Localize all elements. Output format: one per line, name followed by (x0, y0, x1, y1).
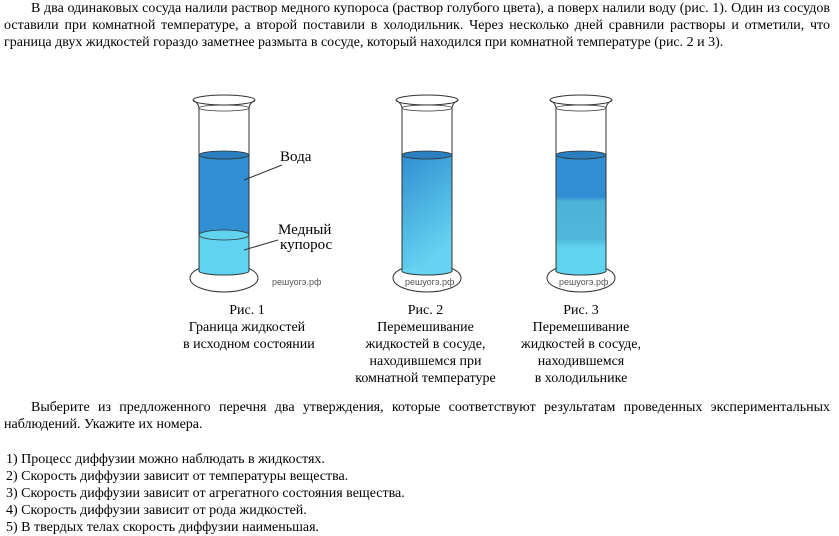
cylinder-fig3 (546, 94, 616, 293)
caption-fig3-line: жидкостей в сосуде, (521, 337, 641, 352)
caption-fig2: Рис. 2 Перемешивание жидкостей в сосуде,… (348, 302, 503, 387)
answer-option: 2) Скорость диффузии зависит от температ… (6, 469, 349, 484)
cylinder-fig1 (189, 94, 283, 293)
figures-area: Вода Медный купорос решуогэ.рф решуогэ.р… (0, 88, 839, 298)
label-water: Вода (280, 149, 312, 165)
watermark-fig3: решуогэ.рф (559, 277, 609, 287)
cylinders-illustration: Вода Медный купорос решуогэ.рф решуогэ.р… (189, 94, 616, 293)
watermark-fig1: решуогэ.рф (272, 277, 322, 287)
caption-fig3-line: находившемся (537, 354, 625, 369)
answer-option: 3) Скорость диффузии зависит от агрегатн… (6, 486, 405, 501)
answer-option: 1) Процесс диффузии можно наблюдать в жи… (6, 452, 325, 467)
caption-fig2-line: комнатной температуре (355, 371, 496, 386)
answer-options-list: 1) Процесс диффузии можно наблюдать в жи… (6, 451, 405, 536)
caption-fig1-line: Граница жидкостей (188, 320, 306, 335)
intro-paragraph: В два одинаковых сосуда налили раствор м… (4, 1, 830, 50)
caption-fig3-line: Перемешивание (532, 320, 630, 335)
label-copper-sulfate-1: Медный (278, 222, 331, 238)
caption-fig1: Рис. 1 Граница жидкостей в исходном сост… (183, 302, 315, 353)
caption-fig2-line: жидкостей в сосуде, (365, 337, 486, 352)
answer-option: 5) В твердых телах скорость диффузии наи… (6, 520, 320, 535)
caption-fig1-label: Рис. 1 (229, 303, 265, 318)
question-paragraph: Выберите из предложенного перечня два ут… (4, 400, 830, 432)
label-copper-sulfate-2: купорос (280, 237, 332, 253)
caption-fig1-line: в исходном состоянии (183, 337, 315, 352)
caption-fig3: Рис. 3 Перемешивание жидкостей в сосуде,… (515, 302, 647, 387)
caption-fig3-line: в холодильнике (534, 371, 628, 386)
caption-fig2-line: Перемешивание (377, 320, 474, 335)
caption-fig3-label: Рис. 3 (563, 303, 599, 318)
caption-fig2-line: находившемся при (369, 354, 482, 369)
watermark-fig2: решуогэ.рф (405, 277, 455, 287)
cylinder-fig2 (392, 94, 462, 293)
answer-option: 4) Скорость диффузии зависит от рода жид… (6, 503, 307, 518)
caption-fig2-label: Рис. 2 (407, 303, 444, 318)
